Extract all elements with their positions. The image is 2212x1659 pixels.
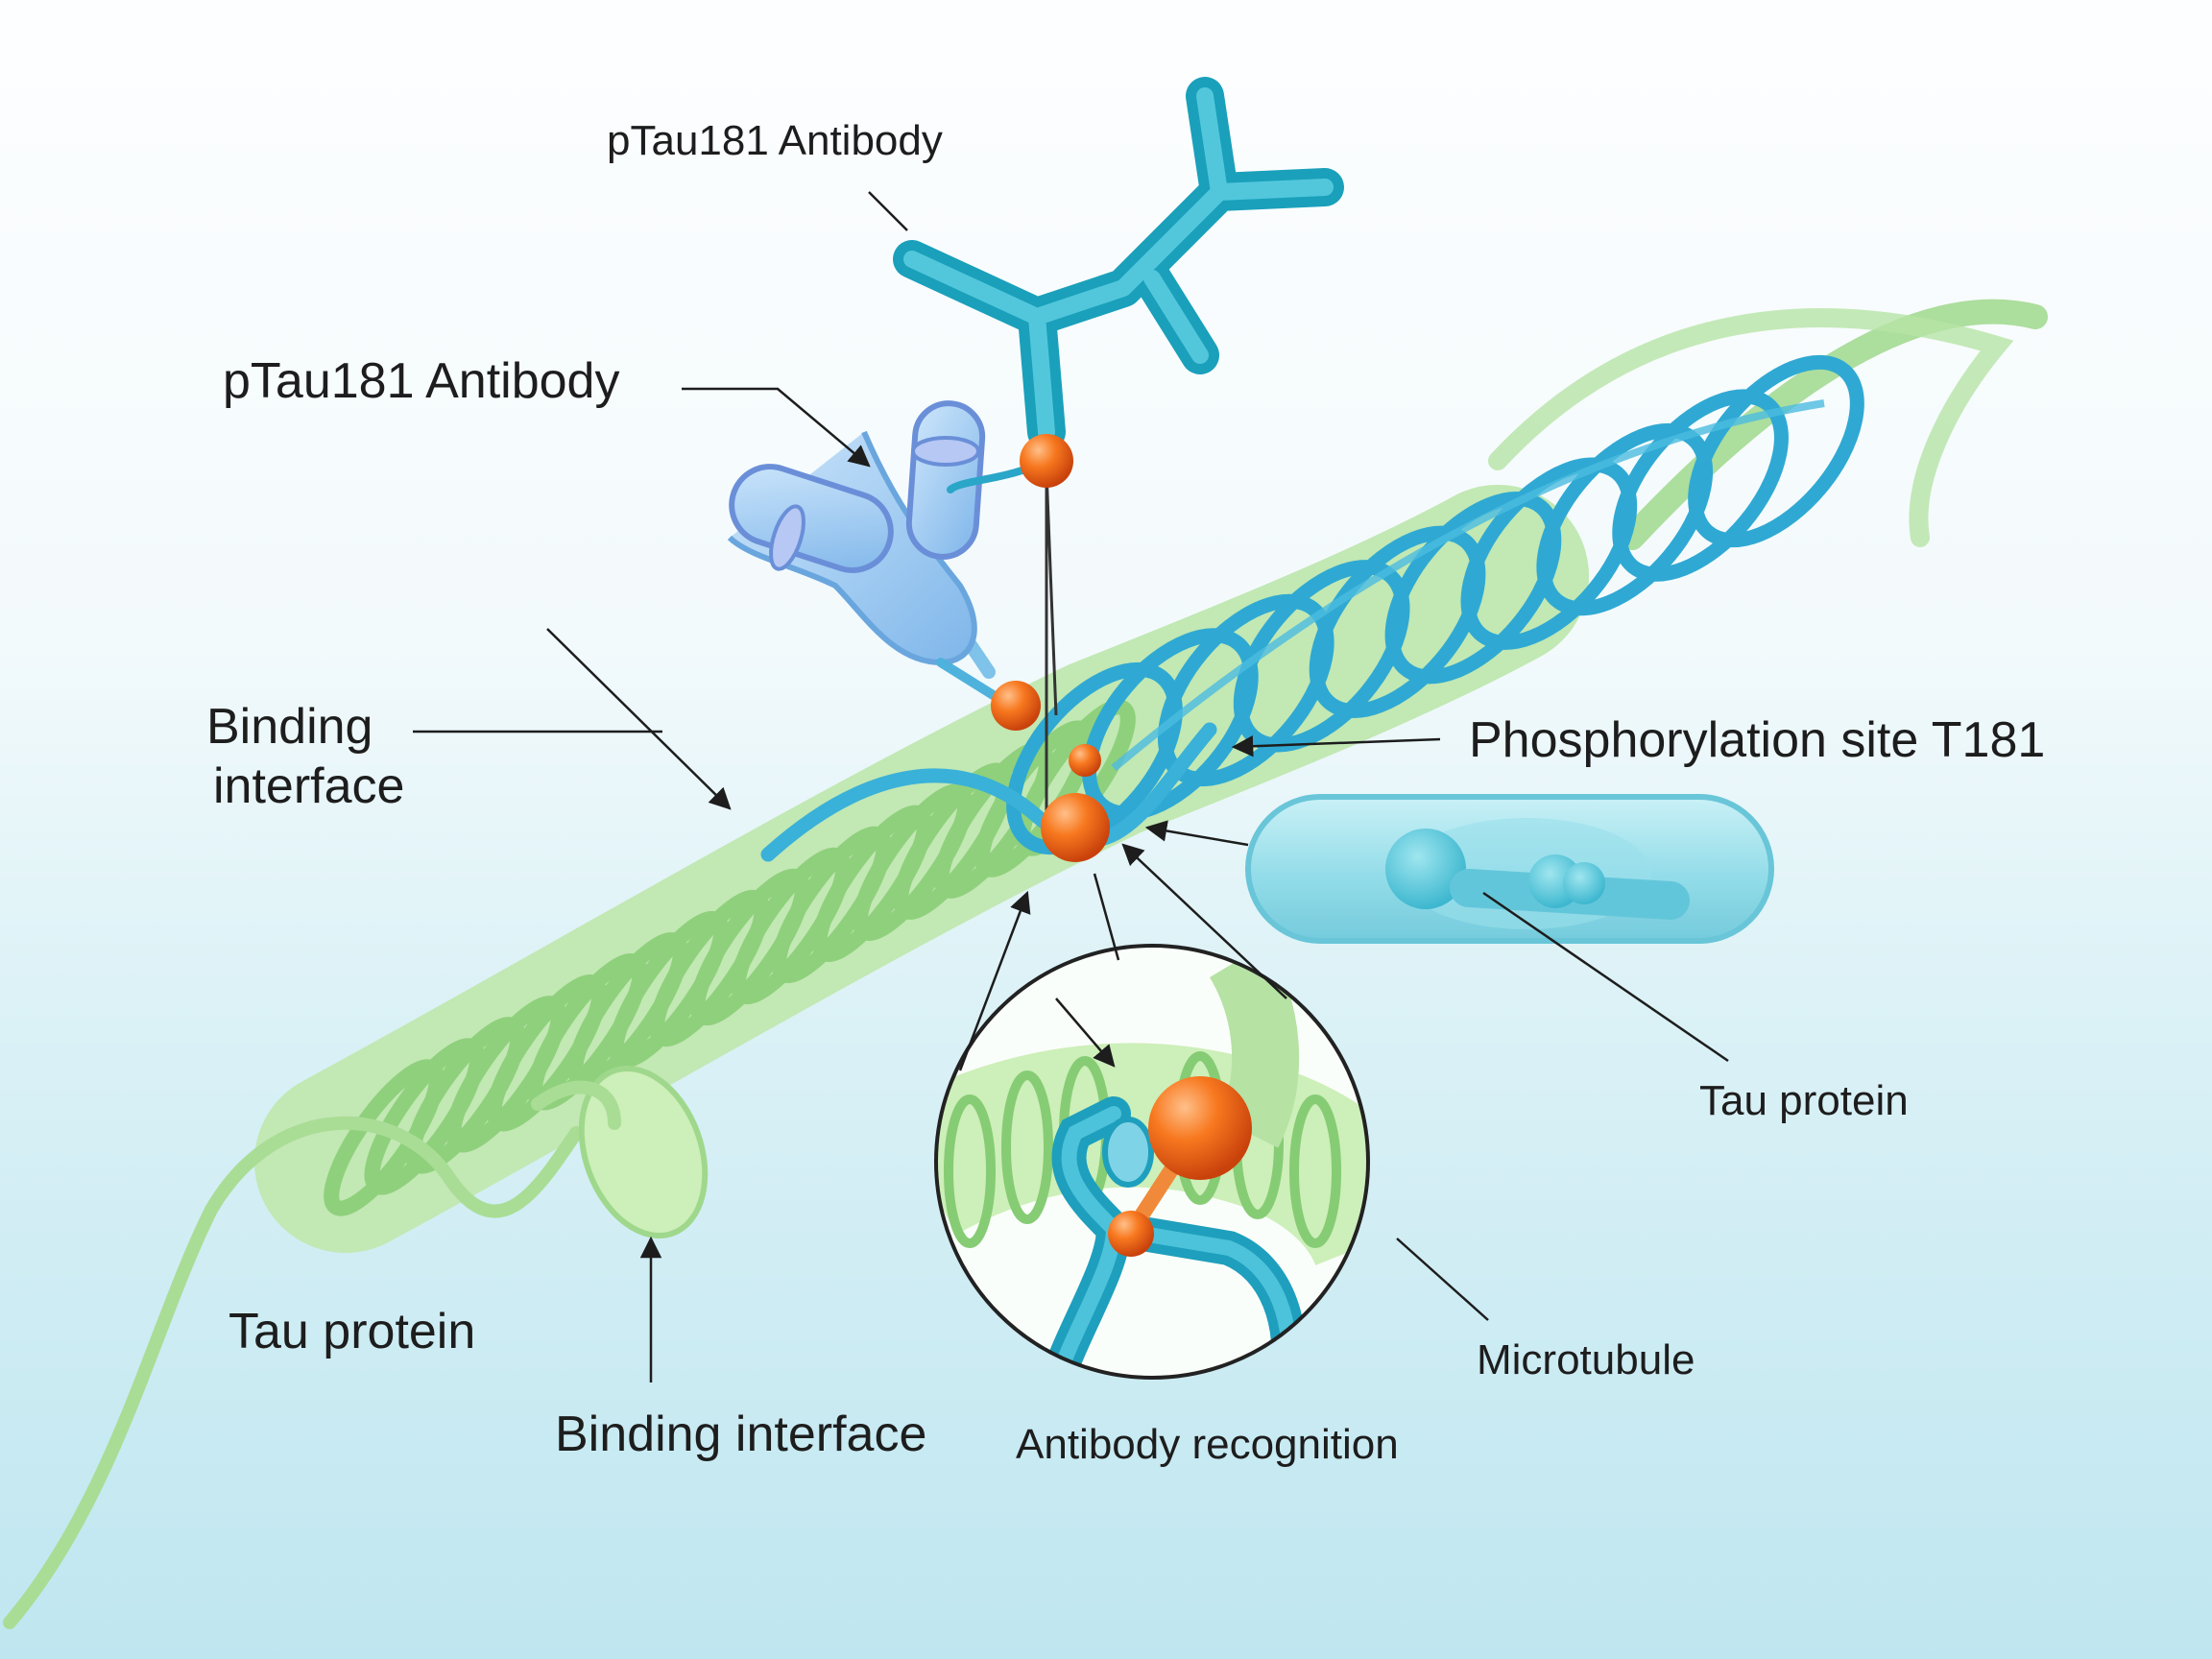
- tau-protein-capsule: [1245, 794, 1774, 944]
- tau-protein-strand: [3, 1116, 583, 1629]
- antibody-recognition-inset: [934, 944, 1370, 1380]
- tau-strand-back-2: [1488, 308, 2014, 547]
- label-binding-interface-left-1: Binding: [206, 699, 373, 755]
- helix-loop: [1688, 354, 1864, 548]
- helix-loop: [1082, 628, 1259, 821]
- label-phosphorylation-site: Phosphorylation site T181: [1469, 712, 2046, 768]
- label-antibody-recognition: Antibody recognition: [1016, 1421, 1399, 1468]
- helix-loop: [1536, 422, 1714, 616]
- label-antibody-left: pTau181 Antibody: [223, 353, 620, 409]
- label-binding-interface-left-2: interface: [213, 758, 405, 814]
- label-antibody-top: pTau181 Antibody: [607, 117, 943, 164]
- antibody-light-blue: [727, 400, 1022, 715]
- leader-lines: [413, 191, 1729, 1382]
- helix-loop: [1233, 560, 1410, 753]
- helix-loop: [1006, 661, 1183, 855]
- helix-loop: [1309, 525, 1486, 718]
- label-microtubule: Microtubule: [1477, 1336, 1695, 1383]
- helix-loop: [1460, 457, 1638, 650]
- phospho-site-mid: [991, 681, 1041, 731]
- phospho-site-top: [1020, 434, 1073, 488]
- phospho-site-t181: [1041, 793, 1110, 862]
- antibody-teal: [893, 77, 1344, 493]
- phospho-site-small: [1069, 744, 1101, 777]
- blue-helix: [760, 354, 1864, 862]
- label-binding-interface-bottom: Binding interface: [555, 1407, 927, 1462]
- label-tau-protein-left: Tau protein: [228, 1304, 476, 1359]
- label-tau-protein-right: Tau protein: [1699, 1077, 1909, 1124]
